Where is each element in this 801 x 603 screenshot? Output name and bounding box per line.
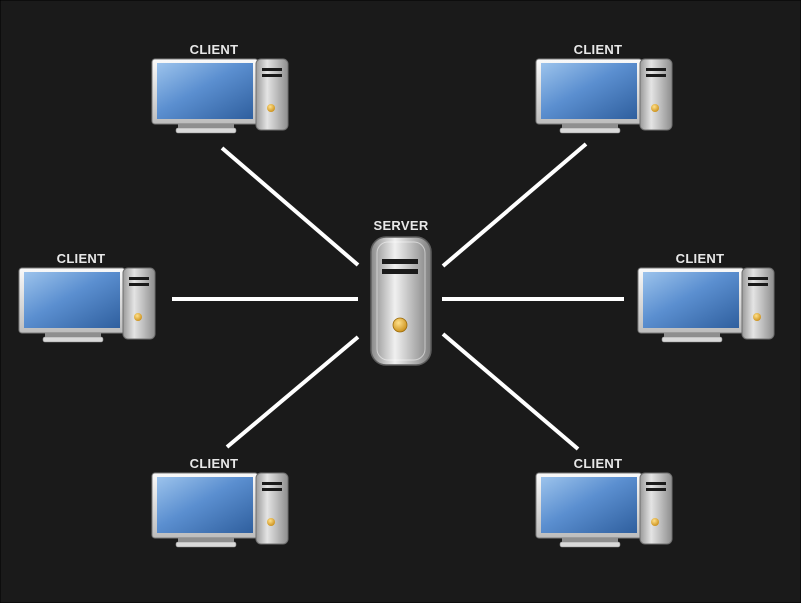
client-label: CLIENT: [574, 456, 623, 471]
desktop-computer-icon: [151, 58, 289, 134]
client-label: CLIENT: [190, 456, 239, 471]
connection-links: [172, 142, 624, 451]
desktop-computer-icon: [535, 472, 673, 548]
client-label: CLIENT: [574, 42, 623, 57]
server-label: SERVER: [373, 218, 428, 233]
desktop-computer-icon: [637, 267, 775, 343]
desktop-computer-icon: [151, 472, 289, 548]
client-label: CLIENT: [676, 251, 725, 266]
link-bottom-right: [441, 332, 580, 451]
server-tower-icon: [370, 236, 432, 366]
link-bottom-left: [225, 335, 360, 449]
link-top-left: [220, 146, 360, 267]
server-node: SERVER: [370, 218, 432, 366]
client-top-right: CLIENT: [535, 42, 673, 134]
client-label: CLIENT: [190, 42, 239, 57]
client-middle-right: CLIENT: [637, 251, 775, 343]
link-top-right: [441, 142, 588, 268]
desktop-computer-icon: [18, 267, 156, 343]
client-middle-left: CLIENT: [18, 251, 156, 343]
client-bottom-left: CLIENT: [151, 456, 289, 548]
client-top-left: CLIENT: [151, 42, 289, 134]
client-bottom-right: CLIENT: [535, 456, 673, 548]
client-label: CLIENT: [57, 251, 106, 266]
desktop-computer-icon: [535, 58, 673, 134]
